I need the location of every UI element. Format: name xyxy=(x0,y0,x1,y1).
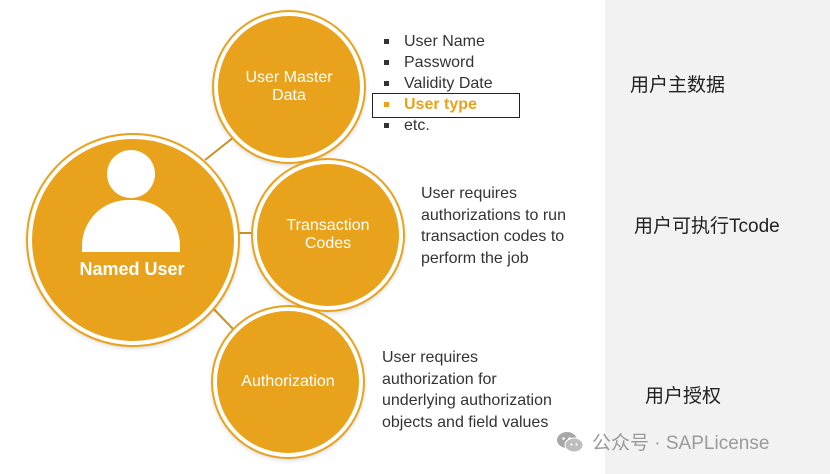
watermark: 公众号 · SAPLicense xyxy=(556,428,769,455)
user-master-data-circle: User Master Data xyxy=(214,12,364,162)
named-user-circle xyxy=(28,135,238,345)
transaction-codes-title: Transaction Codes xyxy=(286,217,370,252)
right-panel xyxy=(605,0,830,474)
user-master-bullet-list: User Name Password Validity Date User ty… xyxy=(382,31,493,136)
user-master-data-title: User Master Data xyxy=(245,69,333,104)
cn-label-transaction-codes: 用户可执行Tcode xyxy=(634,216,780,237)
bullet-item: User Name xyxy=(382,31,493,52)
transaction-codes-description: User requires authorizations to run tran… xyxy=(421,185,566,267)
wechat-icon xyxy=(557,431,584,452)
transaction-codes-circle: Transaction Codes xyxy=(253,160,403,310)
bullet-square-icon xyxy=(384,81,389,86)
bullet-square-icon xyxy=(384,123,389,128)
authorization-circle: Authorization xyxy=(213,307,363,457)
cn-label-authorization: 用户授权 xyxy=(645,386,722,407)
bullet-square-icon xyxy=(384,39,389,44)
user-type-highlight-box xyxy=(372,93,520,118)
named-user-label: Named User xyxy=(79,259,185,279)
authorization-title: Authorization xyxy=(241,373,335,390)
bullet-item: Password xyxy=(382,52,493,73)
bullet-square-icon xyxy=(384,60,389,65)
authorization-description: User requires authorization for underlyi… xyxy=(382,349,552,431)
bullet-item: Validity Date xyxy=(382,73,493,94)
bullet-item-highlighted: User type xyxy=(382,94,493,115)
bullet-square-icon xyxy=(384,102,389,107)
connector-user-master xyxy=(204,136,235,161)
bullet-item: etc. xyxy=(382,115,493,136)
user-head-icon xyxy=(107,150,155,198)
cn-label-user-master-data: 用户主数据 xyxy=(630,75,726,96)
watermark-text: 公众号 · SAPLicense xyxy=(592,433,770,454)
